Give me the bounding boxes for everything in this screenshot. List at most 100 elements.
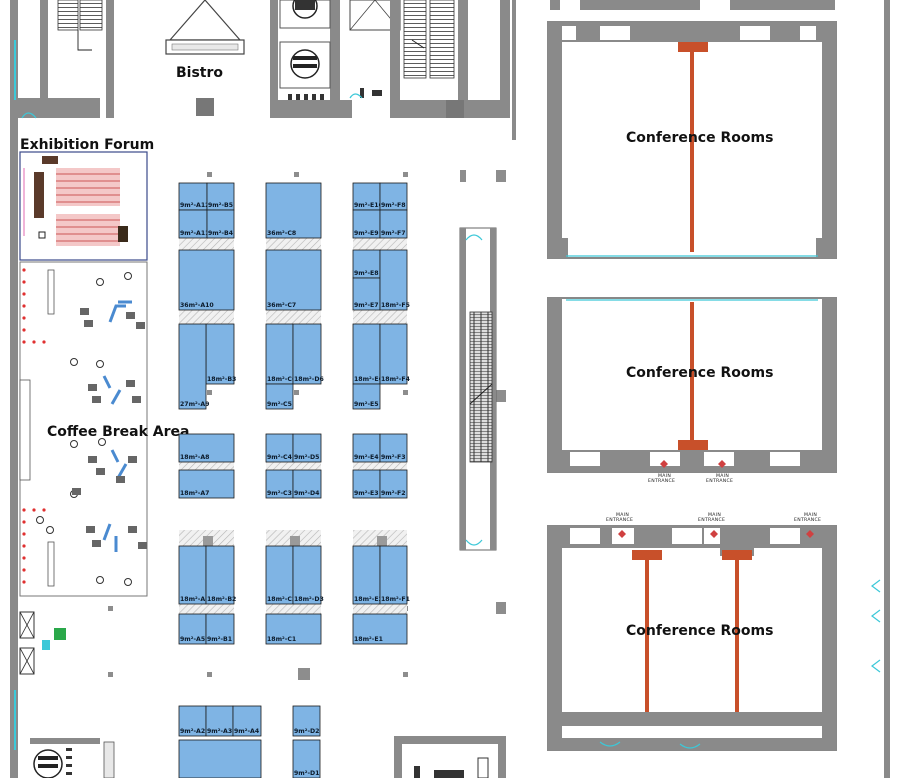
booth-c2[interactable]: 18m²-C2 [265,545,296,605]
booth-a8[interactable]: 18m²-A8 [178,433,235,463]
booth-b4[interactable]: 9m²-B4 [206,209,235,239]
booth-shape [292,545,322,605]
booth-a2[interactable]: 9m²-A2 [178,705,207,737]
booth-e2[interactable]: 18m²-E2 [352,545,383,605]
main-entrance-label-4b: ENTRANCE [698,517,725,523]
booth-f1[interactable]: 18m²-F1 [379,545,410,605]
bistro-label: Bistro [176,65,223,81]
booth-shape [352,613,408,645]
booth-shape [178,323,207,410]
booth-e4[interactable]: 9m²-E4 [352,433,381,463]
booth-label: 9m²-E7 [354,302,379,309]
booth-shape [292,705,321,737]
booth-label: 9m²-A2 [180,728,205,735]
booth-e3[interactable]: 9m²-E3 [352,469,381,499]
booth-e7[interactable]: 9m²-E7 [352,277,381,311]
booth-shape [379,249,408,311]
booth-area-bottom [178,739,262,778]
booth-label: 9m²-B5 [208,202,233,209]
booth-label: 36m²-C8 [267,230,296,237]
main-entrance-label-2b: ENTRANCE [706,478,733,484]
booth-shape [206,182,235,211]
booth-label: 9m²-D5 [294,454,319,461]
booth-c6[interactable]: 18m²-C6 [265,323,296,385]
booth-c1[interactable]: 18m²-C1 [265,613,322,645]
booth-a12[interactable]: 9m²-A12 [178,182,209,211]
booth-label: 9m²-C4 [267,454,293,461]
booth-shape [352,545,381,605]
booth-label: 9m²-A4 [234,728,260,735]
booth-shape [265,249,322,311]
booth-label: 18m²-F5 [381,302,410,309]
booth-a3[interactable]: 9m²-A3 [205,705,234,737]
booth-b3[interactable]: 18m²-B3 [205,323,236,385]
booth-shape [178,545,207,605]
booth-f8[interactable]: 9m²-F8 [379,182,408,211]
booth-d3[interactable]: 18m²-D3 [292,545,324,605]
booth-f7[interactable]: 9m²-F7 [379,209,408,239]
booth-f4[interactable]: 18m²-F4 [379,323,411,385]
booth-label: 18m²-A7 [180,490,209,497]
booth-d4[interactable]: 9m²-D4 [292,469,322,499]
coffee-break-area: Coffee Break Area [19,261,189,597]
booth-shape [379,433,408,463]
booth-a4[interactable]: 9m²-A4 [232,705,262,737]
booth-label: 9m²-D2 [294,728,319,735]
booth-label: 18m²-E2 [354,596,383,603]
coffee-counters [102,300,132,552]
booth-d1[interactable]: 9m²-D1 [292,739,321,778]
booth-e5[interactable]: 9m²-E5 [352,383,381,410]
booth-c7[interactable]: 36m²-C7 [265,249,322,311]
booth-shape [232,705,262,737]
booth-label: 9m²-F2 [381,490,406,497]
booth-e6[interactable]: 18m²-E6 [352,323,383,385]
booth-e8[interactable]: 9m²-E8 [352,249,381,279]
booth-b1[interactable]: 9m²-B1 [205,613,235,645]
booth-a5[interactable]: 9m²-A5 [178,613,207,645]
booth-label: 9m²-E10 [354,202,384,209]
booth-a9[interactable]: 27m²-A9 [178,323,209,410]
main-entrance-label-1b: ENTRANCE [648,478,675,484]
booth-f2[interactable]: 9m²-F2 [379,469,408,499]
booth-shape [379,469,408,499]
booth-label: 9m²-F8 [381,202,406,209]
booth-f3[interactable]: 9m²-F3 [379,433,408,463]
corridor-wall [512,0,516,140]
booth-a6[interactable]: 18m²-A6 [178,545,209,605]
booth-label: 18m²-E6 [354,376,383,383]
booth-shape [292,433,322,463]
booth-a7[interactable]: 18m²-A7 [178,469,235,499]
bistro-area: Bistro [165,0,245,116]
booth-shape [292,323,322,385]
booth-d5[interactable]: 9m²-D5 [292,433,322,463]
booth-d6[interactable]: 18m²-D6 [292,323,324,385]
conference-rooms-label-1: Conference Rooms [626,130,773,146]
booth-label: 9m²-D4 [294,490,320,497]
booth-c5[interactable]: 9m²-C5 [265,383,294,410]
booth-a11[interactable]: 9m²-A11 [178,209,209,239]
booth-e9[interactable]: 9m²-E9 [352,209,381,239]
booth-label: 9m²-E4 [354,454,379,461]
booth-e10[interactable]: 9m²-E10 [352,182,384,211]
booth-shape [292,469,322,499]
booth-label: 36m²-A10 [180,302,214,309]
booth-b2[interactable]: 18m²-B2 [205,545,236,605]
booth-shape [352,323,381,385]
booth-e1[interactable]: 18m²-E1 [352,613,408,645]
booth-b5[interactable]: 9m²-B5 [206,182,235,211]
main-entrance-label-3a: MAIN [616,512,629,518]
main-entrance-label-4a: MAIN [708,512,721,518]
booth-c4[interactable]: 9m²-C4 [265,433,294,463]
booth-shape [178,613,207,645]
booth-shape [205,705,234,737]
booth-a10[interactable]: 36m²-A10 [178,249,235,311]
booth-label: 9m²-F7 [381,230,406,237]
booth-d2[interactable]: 9m²-D2 [292,705,321,737]
booth-label: 9m²-A11 [180,230,209,237]
booth-f5[interactable]: 18m²-F5 [379,249,410,311]
booth-c3[interactable]: 9m²-C3 [265,469,294,499]
booth-c8[interactable]: 36m²-C8 [265,182,322,239]
booth-shape [178,705,207,737]
conference-rooms-2: Conference Rooms MAIN ENTRANCE MAIN ENTR… [547,297,837,484]
coffee-break-label: Coffee Break Area [47,424,189,440]
